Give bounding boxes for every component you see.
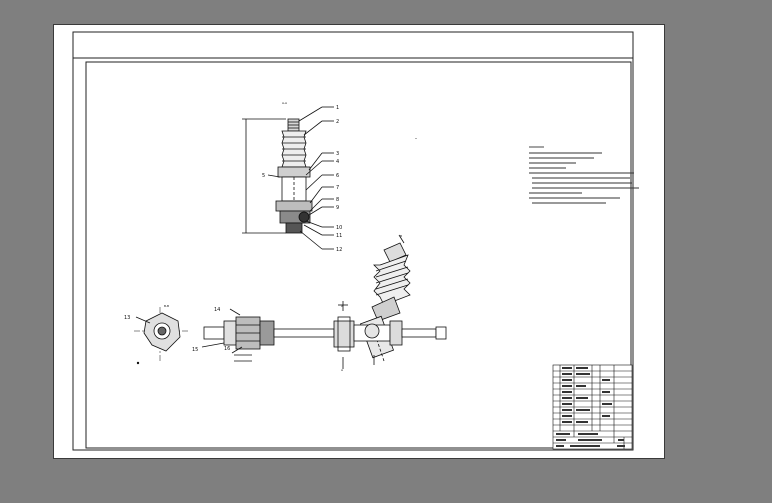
balloon-8: 8	[336, 197, 339, 203]
cut-label-a-top: A	[341, 304, 344, 308]
balloon-2: 2	[336, 119, 339, 125]
balloon-1: 1	[336, 105, 339, 111]
balloon-6: 6	[336, 173, 339, 179]
rack-shaft	[201, 301, 447, 369]
balloon-10: 10	[336, 225, 342, 231]
cut-label-b: B	[400, 234, 402, 238]
balloon-9: 9	[336, 205, 339, 211]
balloon-16: 16	[224, 346, 230, 352]
balloon-14: 14	[214, 307, 220, 313]
balloon-3: 3	[336, 151, 339, 157]
balloon-4: 4	[336, 159, 339, 165]
balloon-15: 15	[192, 347, 198, 353]
cut-label-a-bottom: A	[341, 368, 344, 372]
cad-drawing-canvas: A-A 1 2 3 4 5 6	[72, 31, 639, 451]
balloon-7: 7	[336, 185, 339, 191]
title-block	[552, 364, 633, 450]
title-block-fill	[556, 367, 625, 447]
technical-notes	[529, 146, 639, 204]
pinion-bellows	[359, 234, 411, 362]
balloon-11: 11	[336, 233, 342, 239]
balloon-12: 12	[336, 247, 342, 253]
balloon-13: 13	[124, 315, 130, 321]
outer-frame	[72, 31, 634, 451]
drawing-sheet: A-A 1 2 3 4 5 6	[53, 24, 665, 459]
inner-frame	[85, 61, 632, 449]
vertical-assembly: A-A	[242, 101, 334, 250]
section-label-side: B-B	[164, 304, 169, 308]
balloon-5: 5	[262, 173, 265, 179]
section-label-top: A-A	[282, 101, 288, 105]
side-section-view	[134, 307, 190, 365]
